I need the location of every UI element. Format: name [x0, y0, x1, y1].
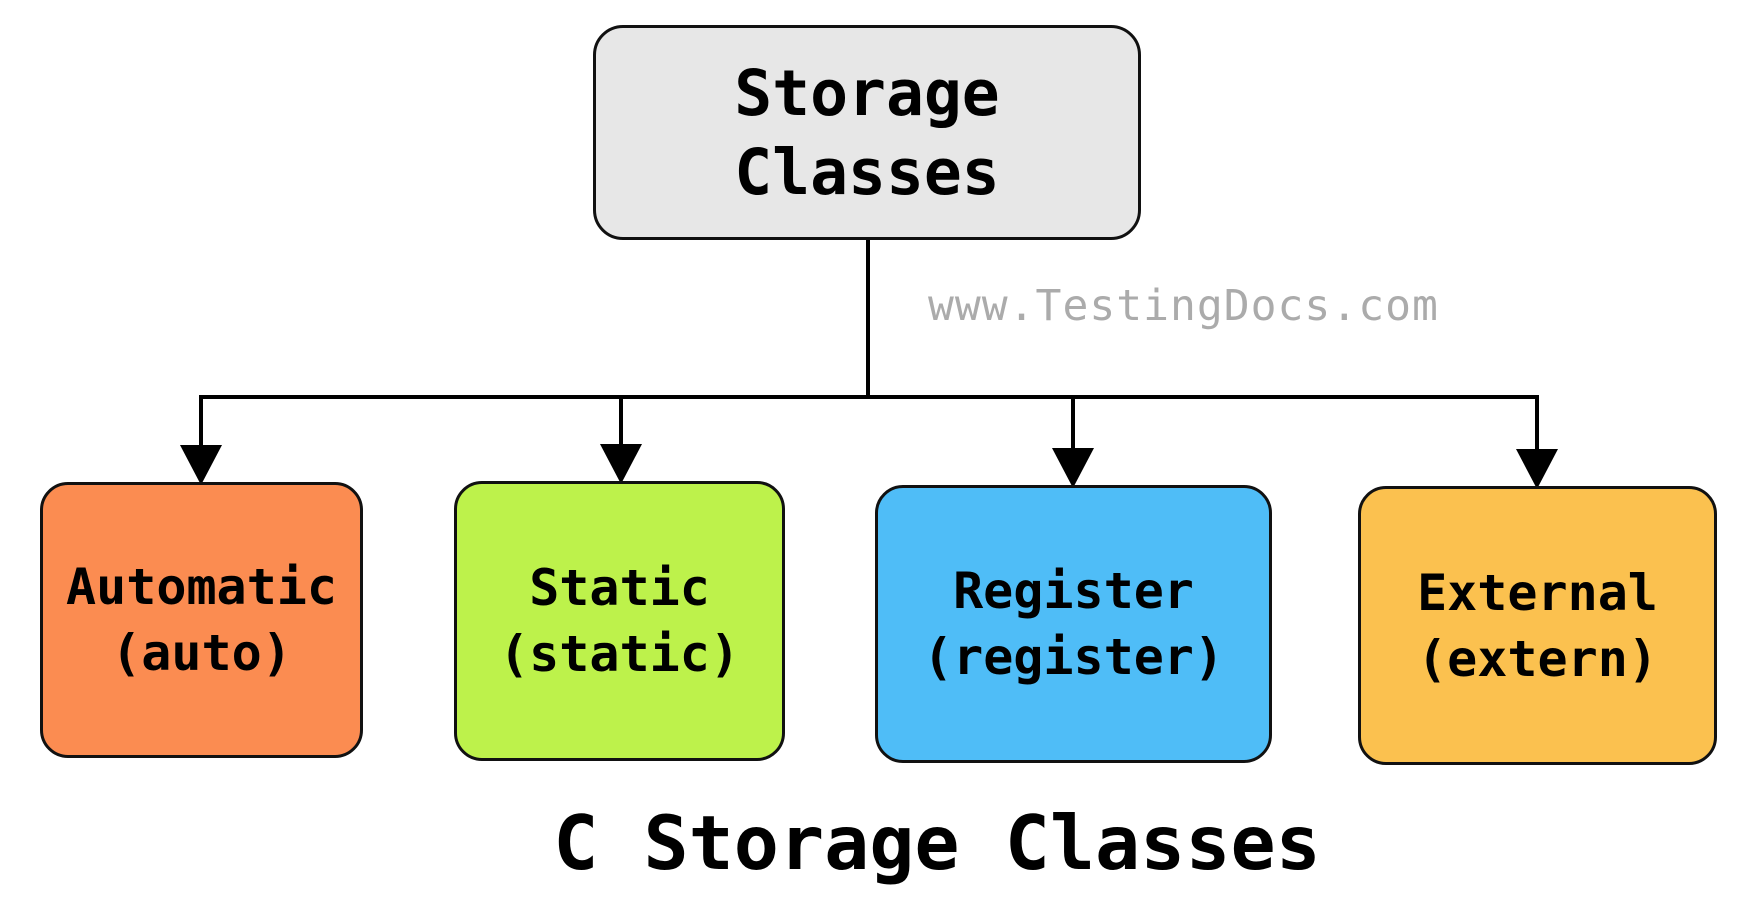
- arrow-down-icon: [1516, 449, 1558, 489]
- arrow-down-icon: [600, 444, 642, 484]
- root-node-storage-classes: Storage Classes: [593, 25, 1141, 240]
- node-keyword: (static): [499, 625, 740, 683]
- watermark-text: www.TestingDocs.com: [928, 281, 1439, 331]
- node-keyword: (auto): [111, 624, 292, 682]
- root-node-label: Storage Classes: [734, 56, 1000, 209]
- node-keyword: (register): [922, 628, 1225, 686]
- node-label: Static: [529, 559, 710, 617]
- diagram-caption: C Storage Classes: [553, 799, 1321, 887]
- node-label: Automatic: [66, 558, 337, 616]
- child-node-register: Register (register): [875, 485, 1272, 763]
- arrow-down-icon: [180, 445, 222, 485]
- child-node-automatic: Automatic (auto): [40, 482, 363, 758]
- child-node-static: Static (static): [454, 481, 785, 761]
- node-label: Register: [953, 562, 1194, 620]
- node-label: External: [1417, 563, 1658, 622]
- arrow-down-icon: [1052, 448, 1094, 488]
- child-node-external: External (extern): [1358, 486, 1717, 765]
- node-keyword: (extern): [1417, 629, 1658, 688]
